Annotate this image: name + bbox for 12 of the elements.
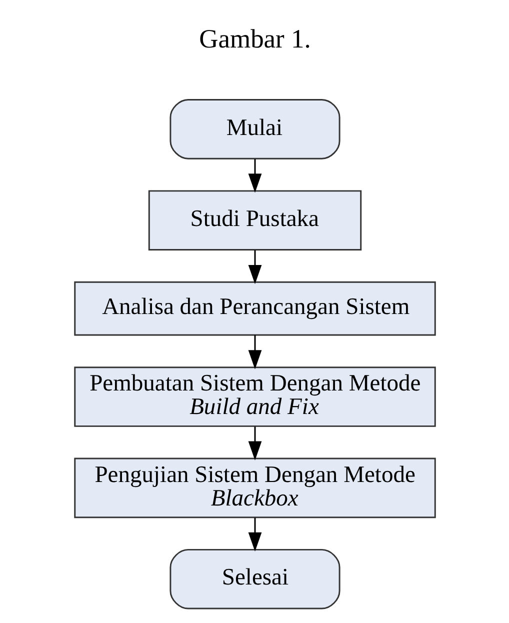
arrow — [248, 426, 262, 460]
node-box: Pengujian Sistem Dengan Metode Blackbox — [74, 458, 436, 518]
label: Gambar 1. — [198, 23, 310, 54]
node-box: Mulai — [169, 99, 340, 160]
node-box: Pembuatan Sistem Dengan Metode Build and Fix — [74, 366, 436, 427]
arrow — [248, 159, 262, 193]
node-box: Studi Pustaka — [148, 190, 362, 250]
arrow — [248, 335, 262, 370]
arrow — [248, 250, 262, 284]
node-box: Analisa dan Perancangan Sistem — [74, 281, 436, 336]
arrow — [248, 518, 262, 552]
node-box: Selesai — [169, 548, 340, 610]
